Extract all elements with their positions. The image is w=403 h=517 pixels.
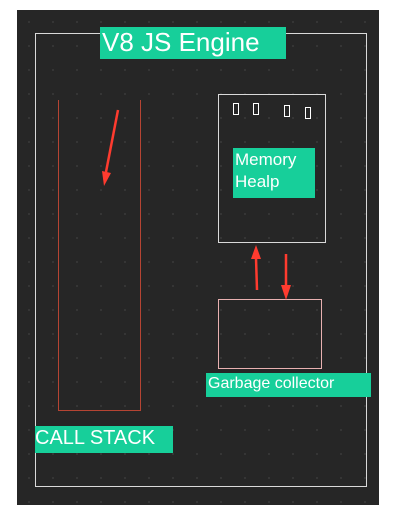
heap-to-gc-arrow [281,254,291,300]
diagram-canvas [17,10,379,505]
gc-to-heap-arrow [251,245,261,291]
engine-title: V8 JS Engine [100,27,286,59]
memory-heap-label: Memory Healp [233,148,315,198]
heap-slot [233,103,239,115]
call-stack-label: CALL STACK [35,426,173,453]
garbage-collector-label: Garbage collector [206,373,371,397]
heap-slot [284,105,290,117]
call-stack-arrow [102,109,120,186]
heap-slot [305,107,311,119]
heap-slot [253,103,259,115]
memory-heap-box [218,94,326,243]
garbage-collector-box [218,299,322,369]
call-stack-box [58,100,141,411]
